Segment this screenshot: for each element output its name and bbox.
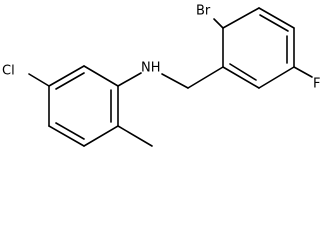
bond bbox=[213, 18, 224, 29]
bond bbox=[48, 65, 85, 87]
molecule-structure: Br NH Cl F bbox=[2, 4, 320, 147]
bonds bbox=[28, 7, 313, 147]
bond-double bbox=[55, 122, 85, 140]
chlorine-label: Cl bbox=[2, 64, 15, 79]
fluorine-label: F bbox=[313, 77, 320, 92]
bond-double bbox=[229, 63, 257, 81]
amine-label: NH bbox=[141, 61, 161, 76]
bond bbox=[222, 7, 260, 29]
bond-double bbox=[55, 72, 85, 90]
bond bbox=[258, 7, 295, 29]
bond bbox=[117, 125, 153, 147]
bond bbox=[83, 65, 119, 87]
bond bbox=[222, 66, 260, 89]
bond-double bbox=[259, 14, 289, 32]
bromine-label: Br bbox=[196, 4, 211, 19]
bond bbox=[117, 72, 142, 87]
bond bbox=[293, 66, 313, 78]
bond bbox=[187, 66, 224, 89]
bond bbox=[48, 125, 85, 147]
bond bbox=[28, 73, 50, 87]
bond bbox=[161, 73, 189, 89]
bond bbox=[83, 125, 119, 147]
bond bbox=[258, 66, 295, 89]
atom-labels: Br NH Cl F bbox=[2, 4, 320, 92]
